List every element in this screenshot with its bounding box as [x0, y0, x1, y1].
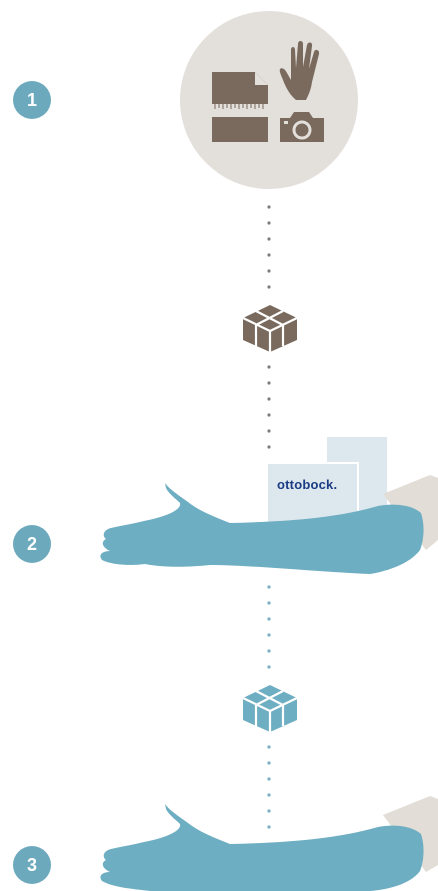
measurement-sheet-icon	[212, 72, 268, 142]
arm-hand-3	[100, 804, 423, 891]
step-1-badge: 1	[13, 81, 51, 119]
step-2-badge: 2	[13, 525, 51, 563]
package-icon	[243, 305, 297, 352]
step-1-illustration	[180, 11, 358, 189]
ottobock-logo: ottobock.	[277, 477, 337, 492]
step-1-circle	[180, 11, 358, 189]
step-2-illustration: ottobock.	[100, 437, 438, 574]
package-icon-blue	[243, 685, 297, 732]
step-3-badge: 3	[13, 846, 51, 884]
